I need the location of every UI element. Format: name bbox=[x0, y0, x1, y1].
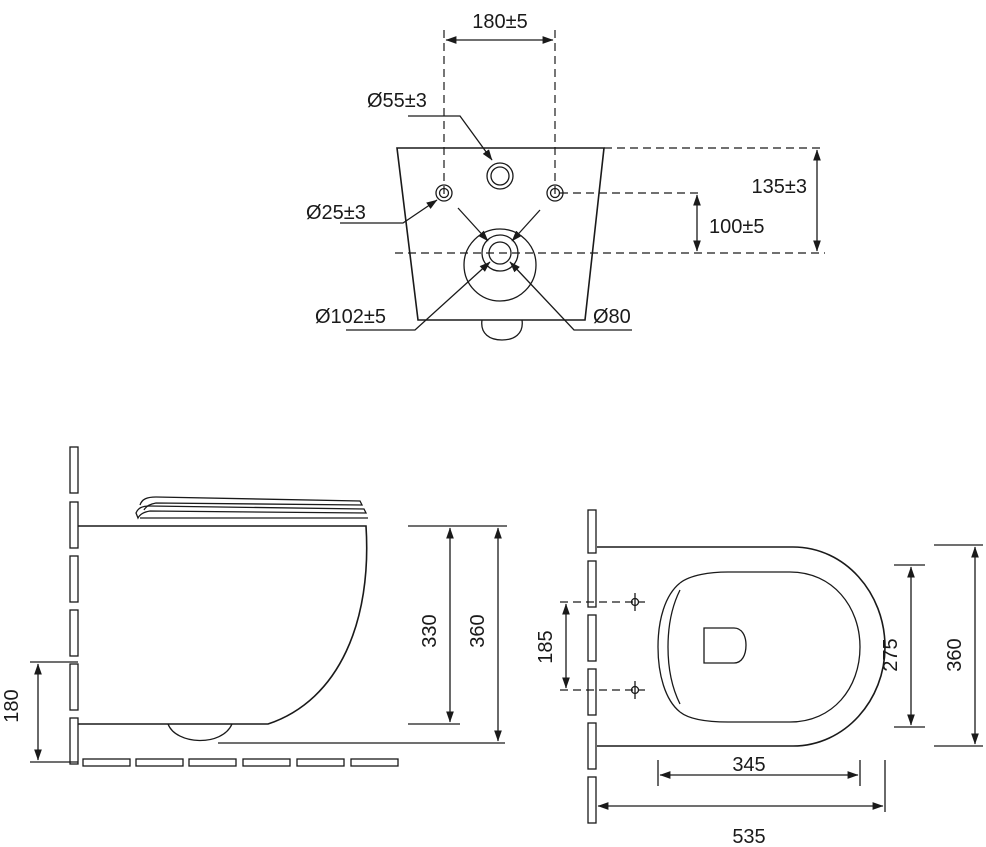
side-seat bbox=[135, 505, 368, 520]
dim-label-360-top: 360 bbox=[944, 638, 966, 671]
dim-label-275: 275 bbox=[880, 638, 902, 671]
dim-label-102: Ø102±5 bbox=[315, 306, 386, 328]
dim-label-535: 535 bbox=[732, 826, 765, 847]
leader-102 bbox=[346, 261, 491, 331]
top-view: 185 275 360 345 535 bbox=[535, 509, 983, 847]
side-view: 330 360 180 bbox=[1, 446, 507, 767]
dim-label-180-side: 180 bbox=[1, 689, 23, 722]
side-outlet bbox=[167, 723, 233, 742]
side-wall-segments bbox=[69, 446, 79, 765]
top-wall-segments bbox=[587, 509, 597, 824]
side-floor-segments bbox=[82, 758, 399, 767]
dim-label-180-front: 180±5 bbox=[472, 11, 527, 33]
side-lid bbox=[139, 496, 364, 511]
leader-55 bbox=[408, 115, 493, 161]
top-rim-back bbox=[657, 582, 681, 713]
arrow-outlet-upper-left bbox=[457, 207, 489, 242]
dim-label-25: Ø25±3 bbox=[306, 202, 366, 224]
dim-label-100: 100±5 bbox=[709, 216, 764, 238]
dim-label-360-side: 360 bbox=[467, 614, 489, 647]
arrow-outlet-upper-right bbox=[511, 209, 541, 242]
dim-label-330: 330 bbox=[419, 614, 441, 647]
fixing-hole-right bbox=[546, 184, 564, 202]
bowl-bottom-bulge bbox=[481, 319, 523, 341]
top-rim bbox=[679, 571, 861, 723]
front-view: 180±5 Ø55±3 Ø25±3 135±3 100±5 Ø102±5 Ø80 bbox=[306, 11, 825, 341]
fixing-hole-left bbox=[435, 184, 453, 202]
dim-label-135: 135±3 bbox=[752, 176, 807, 198]
side-bowl-outline bbox=[78, 525, 368, 725]
top-bowl-outline bbox=[597, 546, 886, 747]
leader-80 bbox=[509, 261, 632, 331]
top-rim-back-inner bbox=[667, 589, 681, 705]
waste-outlet bbox=[463, 228, 537, 302]
dim-label-185: 185 bbox=[535, 630, 557, 663]
dim-label-55: Ø55±3 bbox=[367, 90, 427, 112]
dim-label-80: Ø80 bbox=[593, 306, 631, 328]
bowl-back-outline bbox=[396, 147, 605, 321]
fixing-point-lower bbox=[560, 681, 645, 699]
fixing-point-upper bbox=[560, 593, 645, 611]
top-drain bbox=[703, 627, 747, 664]
dim-label-345: 345 bbox=[732, 754, 765, 776]
leader-25 bbox=[340, 199, 438, 224]
water-inlet-hole bbox=[486, 162, 514, 190]
